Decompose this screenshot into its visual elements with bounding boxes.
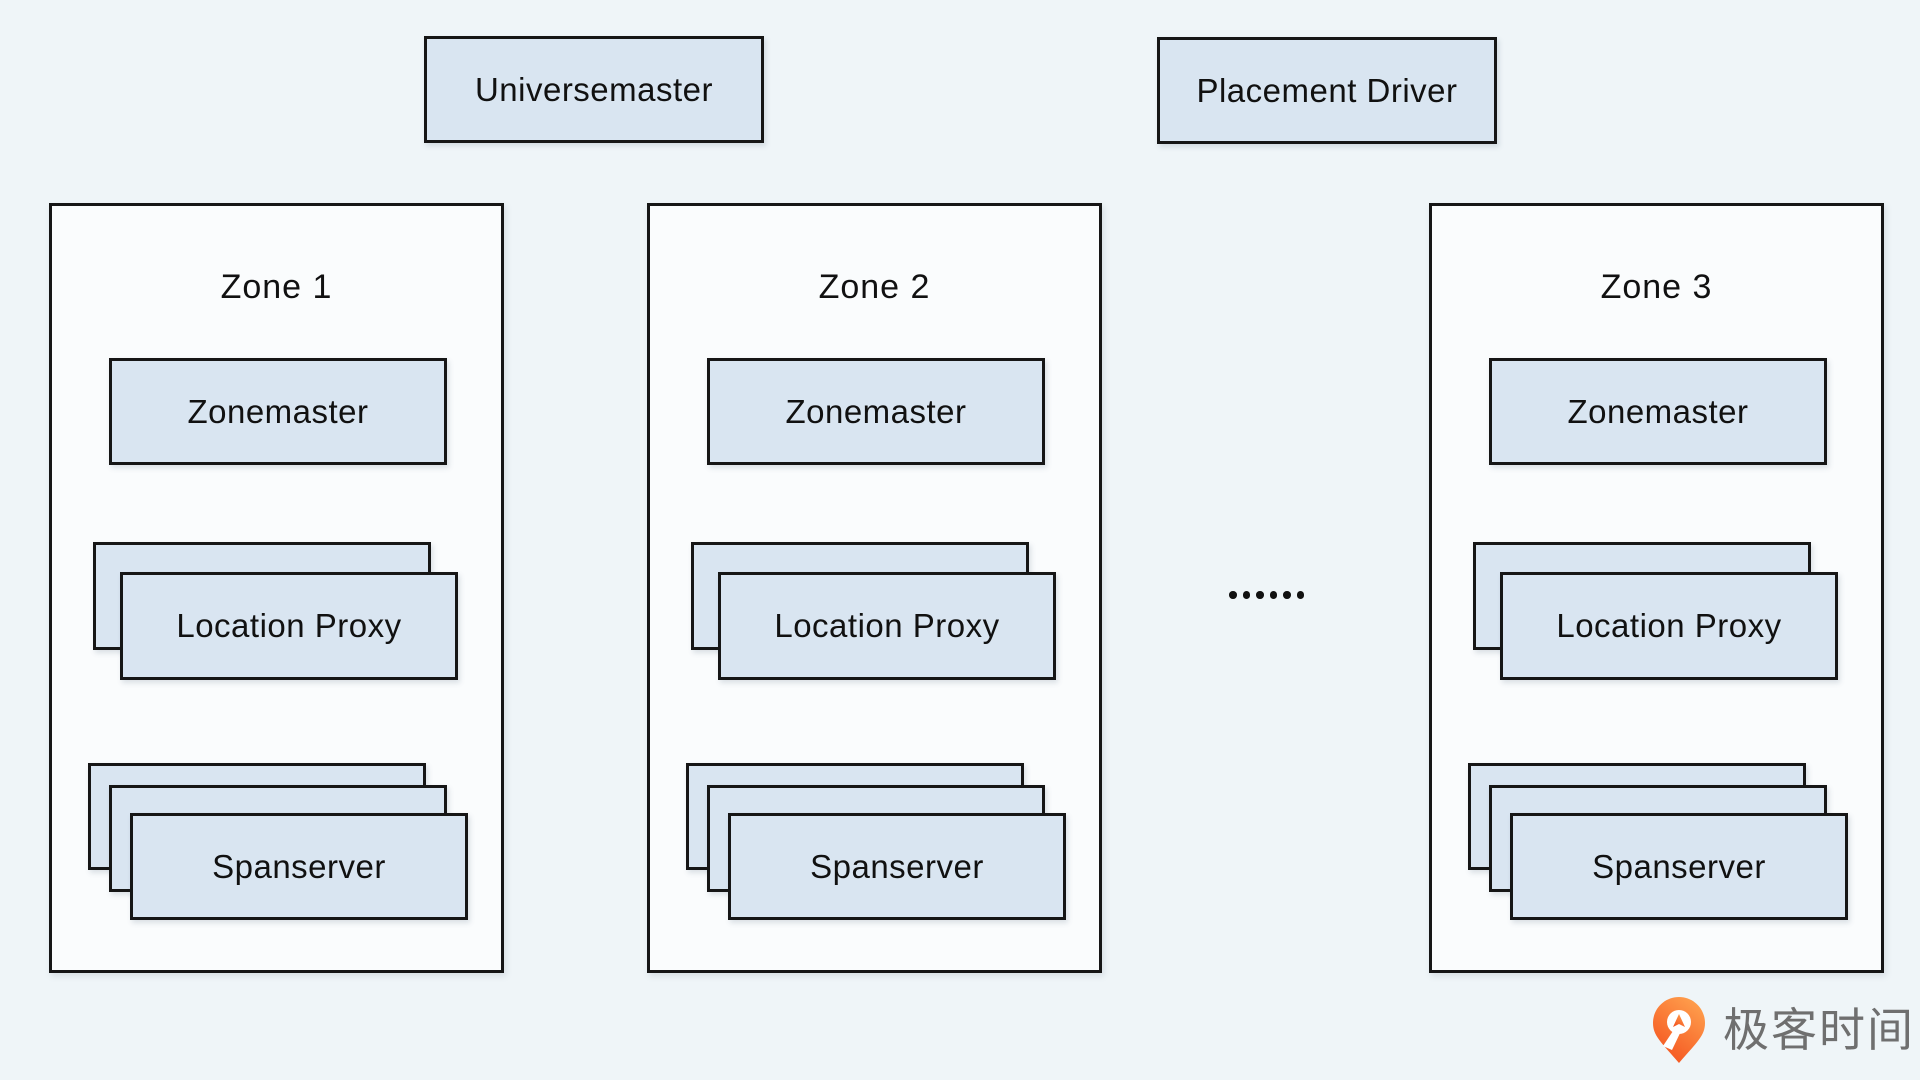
zone-1-location-proxy-node: Location Proxy [120,572,458,680]
geektime-logo-text: 极客时间 [1723,1004,1915,1056]
ellipsis-dot [1296,591,1304,599]
zone-3-title: Zone 3 [1600,268,1713,306]
zone-3-location-proxy-node: Location Proxy [1500,572,1838,680]
zone-1-location-proxy-stack: Location Proxy [93,542,473,687]
zone-2-spanserver-stack: Spanserver [686,763,1071,925]
zone-3-zonemaster-node: Zonemaster [1489,358,1827,465]
ellipsis-dot [1283,591,1291,599]
placement-driver-node: Placement Driver [1157,37,1497,144]
geektime-logo: 极客时间 [1652,996,1915,1064]
zone-2-zonemaster-node: Zonemaster [707,358,1045,465]
zone-1-spanserver-node: Spanserver [130,813,468,920]
zone-3-spanserver-stack: Spanserver [1468,763,1853,925]
zone-1-spanserver-stack: Spanserver [88,763,473,925]
zone-3-container: Zone 3 Zonemaster Location Proxy Spanser… [1429,203,1884,973]
more-zones-ellipsis [1229,591,1304,599]
zone-2-container: Zone 2 Zonemaster Location Proxy Spanser… [647,203,1102,973]
zone-3-spanserver-node: Spanserver [1510,813,1848,920]
ellipsis-dot [1242,591,1250,599]
zone-2-spanserver-node: Spanserver [728,813,1066,920]
zone-1-title: Zone 1 [220,268,333,306]
zone-1-zonemaster-node: Zonemaster [109,358,447,465]
ellipsis-dot [1229,591,1237,599]
ellipsis-dot [1269,591,1277,599]
zone-2-location-proxy-node: Location Proxy [718,572,1056,680]
universemaster-node: Universemaster [424,36,764,143]
zone-2-title: Zone 2 [818,268,931,306]
zone-2-location-proxy-stack: Location Proxy [691,542,1071,687]
zone-3-location-proxy-stack: Location Proxy [1473,542,1853,687]
zone-1-container: Zone 1 Zonemaster Location Proxy Spanser… [49,203,504,973]
ellipsis-dot [1256,591,1264,599]
geektime-pin-icon [1652,996,1706,1064]
